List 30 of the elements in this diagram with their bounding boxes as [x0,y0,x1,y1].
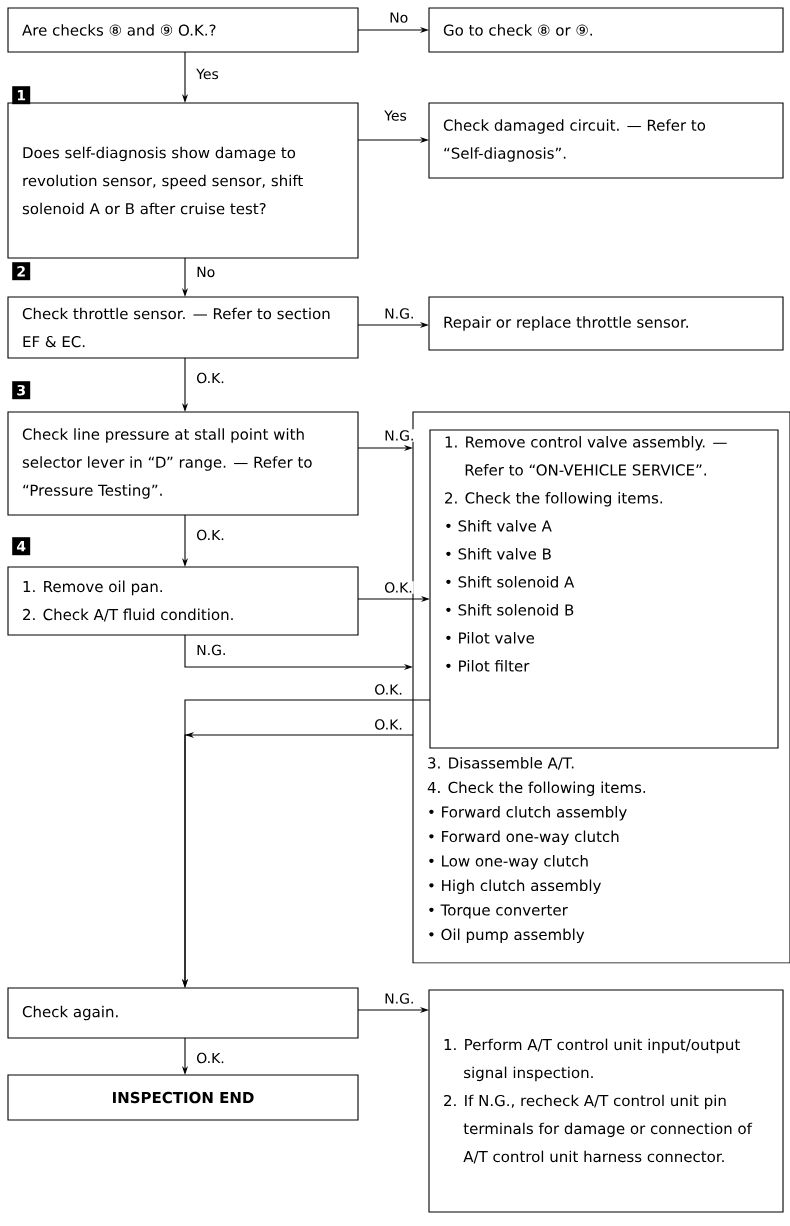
process-box: 1. Remove oil pan. 2. Check A/T fluid condition. [7,566,359,636]
edge-label: No [388,11,410,24]
edge-label: N.G. [383,429,416,442]
edge-label: O.K. [195,371,226,385]
edge-label: O.K. [195,1051,226,1065]
process-box: Does self-diagnosis show damage to revolution sensor, speed sensor, shift solenoid A or B after cruise test? [7,102,359,259]
edge-label: O.K. [383,581,414,594]
process-box: Check damaged circuit. — Refer to “Self-diagnosis”. [428,102,784,179]
step-number: 4 [12,537,31,556]
edge-label: Yes [195,67,220,81]
edge-label: No [195,265,217,279]
step-number: 2 [12,262,31,281]
process-box: 1. Remove control valve assembly. — Refer to “ON-VEHICLE SERVICE”. 2. Check the following items. • Shift valve A • Shift valve B • Shift solenoid A • Shift solenoid B • Pilot valve • Pilot filter [429,429,779,749]
edge-label: O.K. [373,683,404,696]
process-box: Are checks ⑧ and ⑨ O.K.? [7,7,359,53]
terminal-box: INSPECTION END [7,1074,359,1121]
edge-label: N.G. [195,643,228,657]
process-box: Repair or replace throttle sensor. [428,296,784,351]
edge-label: Yes [383,109,408,122]
edge-label: N.G. [383,992,416,1005]
process-box: 1. Perform A/T control unit input/output signal inspection. 2. If N.G., recheck A/T control unit pin terminals for damage or connection of A/T control unit harness connector. [428,989,784,1213]
step-number: 1 [12,86,31,105]
process-box: Check again. [7,987,359,1039]
process-box: Check throttle sensor. — Refer to section EF & EC. [7,296,359,359]
edge-label: O.K. [195,528,226,542]
edge-label: O.K. [373,718,404,731]
process-box: Go to check ⑧ or ⑨. [428,7,784,53]
process-box: Check line pressure at stall point with selector lever in “D” range. — Refer to “Pressure Testing”. [7,411,359,516]
edge-label: N.G. [383,307,416,320]
step-number: 3 [12,381,31,400]
